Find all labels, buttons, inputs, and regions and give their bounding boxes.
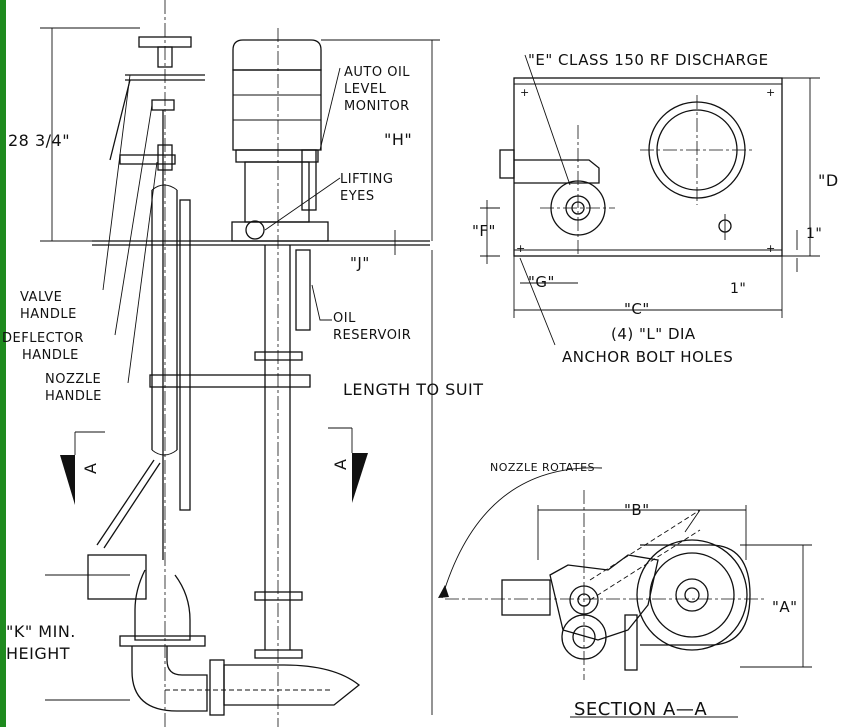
nozzle-label-1: NOZZLE (45, 372, 101, 387)
lifting-label-2: EYES (340, 189, 375, 204)
dim-1-bottom-label: 1" (730, 281, 746, 297)
anchor-label-1: (4) "L" DIA (611, 325, 696, 343)
oil-reservoir-label-1: OIL (333, 311, 356, 326)
deflector-handle (119, 154, 176, 165)
pump-volute (223, 664, 361, 706)
oil-level-monitor (301, 149, 317, 211)
anchor-label-2: ANCHOR BOLT HOLES (562, 348, 733, 366)
dim-a-label: "A" (772, 598, 798, 616)
section-motor-outer (636, 539, 748, 651)
dim-f-label: "F" (472, 222, 496, 240)
motor-top (232, 39, 322, 71)
nozzle-handle-arm (96, 459, 155, 546)
section-arrow-left (60, 455, 75, 505)
deflector-label-2: HANDLE (22, 348, 79, 363)
valve-label-1: VALVE (20, 290, 62, 305)
valve-label-2: HANDLE (20, 307, 77, 322)
nozzle-handle-box (87, 554, 147, 600)
section-handle-box (501, 579, 551, 616)
svg-text:+: + (520, 86, 530, 99)
column-band (149, 374, 311, 388)
frame-bar (0, 0, 6, 727)
valve-handle (151, 99, 175, 111)
auto-oil-label-3: MONITOR (344, 99, 410, 114)
discharge-label: "E" CLASS 150 RF DISCHARGE (528, 51, 769, 69)
discharge-elbow (131, 646, 208, 712)
length-label: LENGTH TO SUIT (343, 380, 484, 399)
svg-text:+: + (766, 86, 776, 99)
dim-g-label: "G" (528, 273, 555, 291)
oil-reservoir (295, 249, 311, 331)
k-min-label-2: HEIGHT (6, 644, 70, 663)
deflector-label-1: DEFLECTOR (2, 331, 84, 346)
labels: 28 3/4" AUTO OIL LEVEL MONITOR "H" LIFTI… (2, 51, 839, 720)
auto-oil-label-2: LEVEL (344, 82, 387, 97)
plan-view: + + + + (480, 54, 820, 346)
section-arrow-right (352, 453, 368, 503)
dim-1-right-label: 1" (806, 226, 822, 242)
svg-text:+: + (516, 242, 526, 255)
section-a-left-label: A (81, 463, 100, 474)
top-stem (157, 46, 173, 68)
oil-reservoir-label-2: RESERVOIR (333, 328, 411, 343)
nozzle-rotates-label: NOZZLE ROTATES (490, 461, 595, 474)
lifting-label-1: LIFTING (340, 172, 393, 187)
lower-flange (119, 635, 206, 647)
nozzle-elbow (134, 569, 191, 641)
k-min-label-1: "K" MIN. (6, 622, 76, 641)
lifting-eye (245, 220, 265, 240)
section-title: SECTION A—A (574, 699, 707, 720)
motor-body (232, 69, 322, 151)
section-view (438, 467, 812, 718)
dim-h-label: "H" (384, 130, 412, 149)
nozzle-label-2: HANDLE (45, 389, 102, 404)
nozzle-rod (179, 199, 191, 511)
motor-stool (244, 161, 310, 223)
mounting-flange (231, 221, 329, 242)
auto-oil-label-1: AUTO OIL (344, 65, 410, 80)
dim-28-label: 28 3/4" (8, 131, 70, 150)
rotation-arc (441, 467, 603, 599)
dim-c-label: "C" (624, 300, 650, 318)
elevation-view (40, 0, 440, 727)
section-a-right-label: A (331, 459, 350, 470)
dim-j-label: "J" (350, 254, 370, 272)
dim-d-label: "D (818, 171, 839, 190)
dim-b-label: "B" (624, 501, 650, 519)
svg-text:+: + (766, 242, 776, 255)
